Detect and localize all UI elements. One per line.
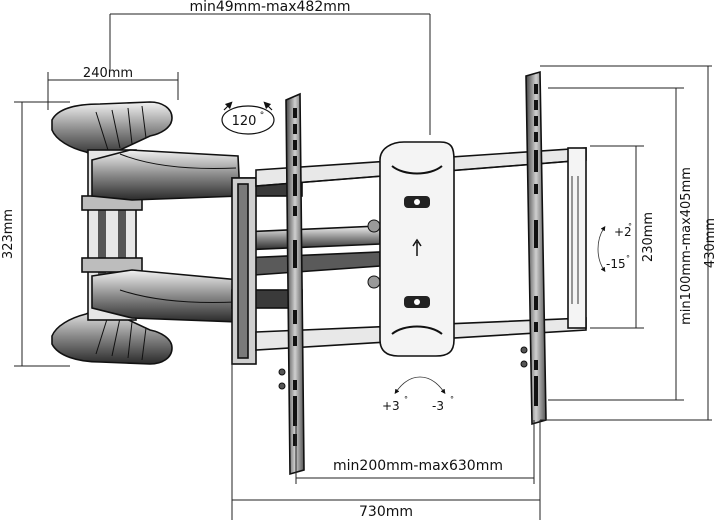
tilt-up-label: +2 <box>614 225 632 239</box>
right-vertical-bar <box>520 70 547 426</box>
rotate-plus-label: +3 <box>382 399 400 413</box>
total-height-dimension: 430mm <box>540 65 718 421</box>
rotation-arc-icon <box>394 376 446 394</box>
bracket-height-dimension: 230mm <box>590 145 656 329</box>
arm-width-dimension: 240mm <box>47 66 179 110</box>
svg-text:°: ° <box>626 254 630 263</box>
tilt-angle-indicator: +2 ° -15 ° <box>597 222 632 272</box>
total-height-label: 430mm <box>703 218 718 268</box>
top-distance-dimension: min49mm-max482mm <box>109 0 431 135</box>
tv-bracket <box>231 141 587 365</box>
wall-plate <box>51 101 173 365</box>
rotate-minus-label: -3 <box>432 399 444 413</box>
articulating-arms <box>91 149 381 323</box>
rotation-angle-indicator: +3 ° -3 ° <box>382 376 454 413</box>
horizontal-vesa-dimension: min200mm-max630mm <box>295 420 535 484</box>
top-distance-label: min49mm-max482mm <box>189 0 350 15</box>
horizontal-vesa-label: min200mm-max630mm <box>333 458 503 474</box>
total-width-label: 730mm <box>359 504 413 520</box>
vertical-vesa-dimension: min100mm-max405mm <box>548 87 694 401</box>
wall-plate-height-label: 323mm <box>1 209 16 259</box>
svg-text:°: ° <box>450 395 454 404</box>
wall-plate-height-dimension: 323mm <box>1 101 70 367</box>
vertical-vesa-label: min100mm-max405mm <box>679 167 694 325</box>
swivel-arrows-icon <box>221 105 275 135</box>
bubble-level-icon <box>412 238 422 256</box>
svg-text:°: ° <box>404 395 408 404</box>
left-vertical-bar <box>278 92 305 476</box>
bracket-height-label: 230mm <box>641 212 656 262</box>
total-width-dimension: 730mm <box>231 360 541 520</box>
swivel-angle-label: 120 <box>232 114 257 129</box>
svg-text:°: ° <box>260 111 265 121</box>
arm-width-label: 240mm <box>83 66 133 81</box>
tilt-arc-icon <box>597 226 606 272</box>
svg-text:°: ° <box>628 222 632 231</box>
tilt-down-label: -15 <box>606 257 626 271</box>
swivel-angle-indicator: 120 ° <box>221 101 275 135</box>
